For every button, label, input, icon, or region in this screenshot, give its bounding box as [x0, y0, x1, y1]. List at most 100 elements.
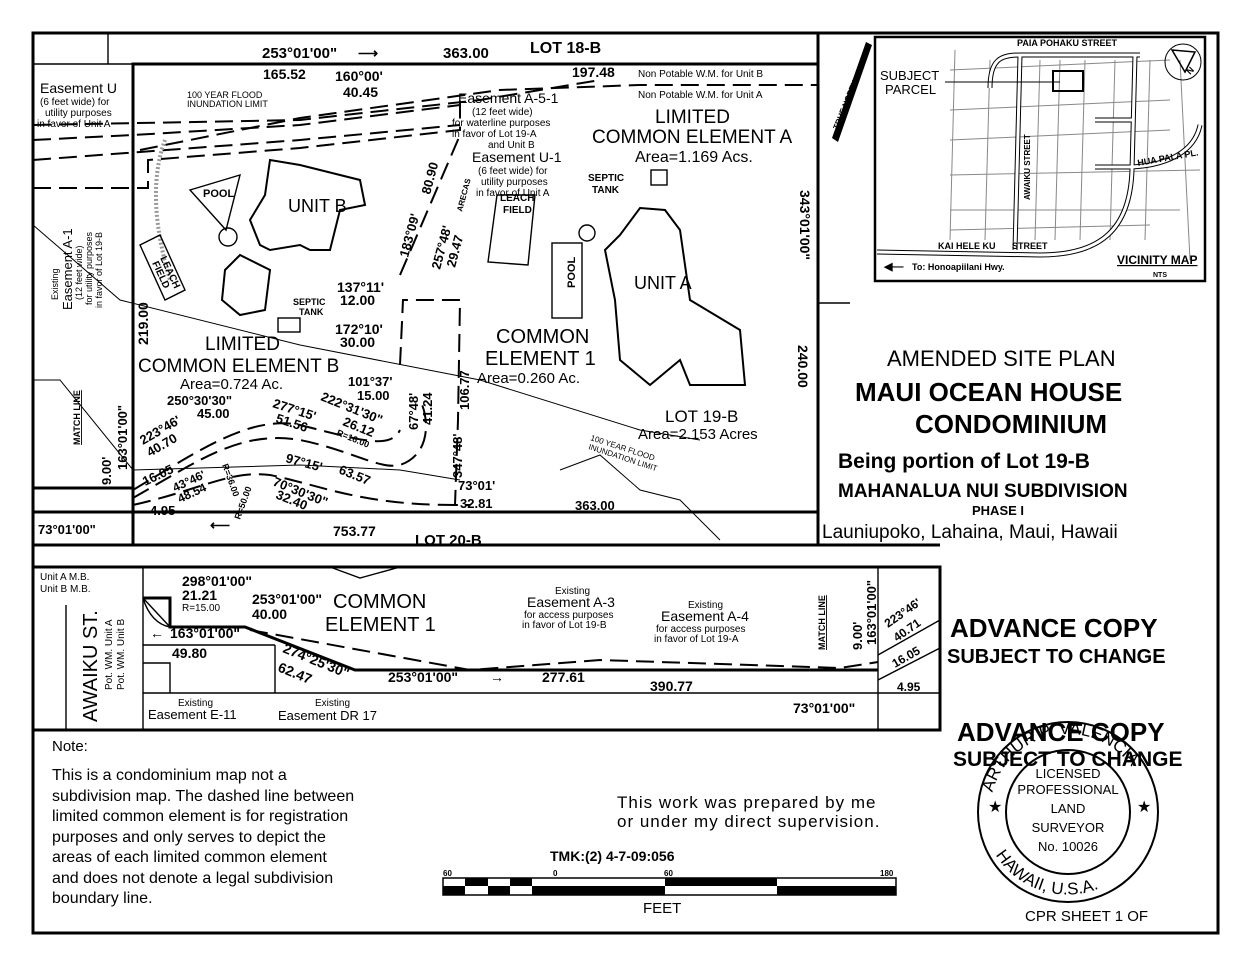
note-line: boundary line. — [52, 890, 153, 907]
lce-b-label: LIMITED — [205, 334, 280, 355]
scale-bar: 60 0 60 180 FEET — [442, 869, 897, 917]
easement-u-label: utility purposes — [45, 108, 112, 119]
dimension: 9.00' — [850, 622, 865, 650]
portion-label: Being portion of Lot 19-B — [838, 450, 1090, 473]
vicinity-map: N PAIA POHAKU STREET SUBJECT PARCEL AWAI… — [873, 35, 1207, 283]
easement-dr17-label: Existing — [315, 698, 350, 709]
match-line-label: MATCH LINE — [72, 390, 82, 445]
easement-a3-label: Existing — [555, 586, 590, 597]
dimension: 21.21 — [182, 587, 217, 603]
dimension: 16.05 — [890, 643, 923, 670]
title-block: AMENDED SITE PLAN MAUI OCEAN HOUSE CONDO… — [822, 346, 1166, 668]
bearing: 298°01'00" — [182, 573, 252, 589]
easement-e11-label: Easement E-11 — [148, 707, 237, 722]
advance-copy-label: ADVANCE COPY — [950, 613, 1158, 643]
easement-u-label: Easement U — [40, 80, 117, 96]
easement-e11-label: Existing — [178, 698, 213, 709]
bearing: 160°00' — [335, 68, 383, 84]
septic-label: SEPTIC — [588, 173, 624, 184]
bearing: 137°11' — [337, 279, 384, 295]
bearing: 253°01'00" — [388, 669, 458, 685]
certification-text: or under my direct supervision. — [617, 812, 880, 831]
easement-a3-label: in favor of Lot 19-B — [522, 620, 607, 631]
dimension: 49.80 — [172, 645, 207, 661]
easement-u1-label: (6 feet wide) for — [478, 166, 548, 177]
easement-u1-label: in favor of Unit A — [476, 188, 550, 199]
bearing: 97°15' — [284, 450, 324, 474]
easement-a4-label: for access purposes — [656, 624, 746, 635]
lot-19b-label: LOT 19-B — [665, 407, 738, 426]
dimension: 4.95 — [150, 503, 175, 518]
leach-field-label: FIELD — [503, 205, 532, 216]
right-length: 240.00 — [795, 345, 811, 388]
scale-tick: 60 — [443, 869, 452, 878]
top-bearing: 253°01'00" — [262, 45, 337, 62]
common-element-1-label: ELEMENT 1 — [325, 614, 436, 636]
dimension: 41.24 — [420, 392, 435, 425]
easement-dr17-label: Easement DR 17 — [278, 708, 377, 723]
septic-label: TANK — [299, 307, 324, 317]
easement-a51-label: for waterline purposes — [452, 118, 550, 129]
unit-b-mb-label: Unit B M.B. — [40, 584, 91, 595]
easement-u-label: in favor of Unit A — [37, 119, 111, 130]
dimension: 63.57 — [337, 462, 373, 488]
match-line-label: MATCH LINE — [817, 595, 827, 650]
seal-line: SURVEYOR — [1032, 820, 1105, 835]
lce-b-area: Area=0.724 Ac. — [180, 376, 283, 393]
pot-wm-unit-a-label: Pot. WM. Unit A — [104, 619, 115, 690]
lot-19b-area: Area=2.153 Acres — [638, 426, 758, 443]
pot-wm-unit-b-label: Pot. WM. Unit B — [116, 619, 127, 690]
septic-label: SEPTIC — [293, 297, 326, 307]
easement-a51-label: Easement A-5-1 — [458, 90, 559, 106]
bearing: 163°01'00" — [864, 580, 879, 645]
subdivision-label: MAHANALUA NUI SUBDIVISION — [838, 481, 1128, 502]
bearing: 250°30'30" — [167, 393, 232, 408]
dimension: 277.61 — [542, 669, 585, 685]
common-element-1-area: Area=0.260 Ac. — [477, 370, 580, 387]
dimension: 9.00' — [99, 457, 114, 485]
scale-unit: FEET — [643, 900, 681, 917]
bearing: 67°48' — [406, 393, 421, 430]
pool-label: POOL — [566, 257, 578, 288]
dimension: 12.00 — [340, 292, 375, 308]
lce-a-label: LIMITED — [655, 107, 730, 128]
easement-a4-label: in favor of Lot 19-A — [654, 634, 739, 645]
pool-label: POOL — [203, 188, 234, 200]
advance-copy-stamp: ADVANCE COPY — [957, 717, 1165, 747]
unit-b-label: UNIT B — [288, 196, 347, 216]
dimension: 40.45 — [343, 84, 378, 100]
dimension: 30.00 — [340, 334, 375, 350]
bearing: 172°10' — [335, 321, 383, 337]
location-label: Launiupoko, Lahaina, Maui, Hawaii — [822, 522, 1118, 543]
bearing: 73°01'00" — [793, 700, 855, 716]
easement-u-label: (6 feet wide) for — [40, 97, 110, 108]
bearing: 73°01' — [458, 478, 495, 493]
bearing: 253°01'00" — [252, 591, 322, 607]
common-element-1-label: ELEMENT 1 — [485, 348, 596, 370]
subject-to-change-stamp: SUBJECT TO CHANGE — [953, 748, 1182, 771]
awaiku-street-label: AWAIKU STREET — [1023, 134, 1032, 200]
unit-a-building — [603, 206, 747, 387]
true-north-label: TRUE NORTH — [832, 79, 860, 131]
bearing: 163°01'00" — [115, 405, 130, 470]
subject-parcel-label: PARCEL — [885, 82, 936, 97]
dimension: 219.00 — [135, 302, 151, 345]
easement-a51-label: (12 feet wide) — [472, 107, 533, 118]
sheet-number: CPR SHEET 1 OF — [1025, 908, 1148, 925]
easement-a51-label: in favor of Lot 19-A — [452, 129, 537, 140]
radius: R=15.00 — [182, 603, 221, 614]
nts-label: NTS — [1153, 272, 1167, 279]
dimension: 390.77 — [650, 678, 693, 694]
flood-limit-label: INUNDATION LIMIT — [187, 99, 268, 109]
easement-a4-label: Existing — [688, 600, 723, 611]
subject-to-change-label: SUBJECT TO CHANGE — [947, 646, 1166, 668]
lot-18b-label: LOT 18-B — [530, 40, 601, 57]
common-element-1-label: COMMON — [333, 591, 426, 613]
bottom-length: 753.77 — [333, 523, 376, 539]
subject-parcel-label: SUBJECT — [880, 68, 939, 83]
north-label: N — [1184, 65, 1196, 77]
note-heading: Note: — [52, 738, 88, 755]
notes: Note: This is a condominium map not a su… — [52, 738, 354, 907]
bearing: 163°01'00" — [170, 625, 240, 641]
